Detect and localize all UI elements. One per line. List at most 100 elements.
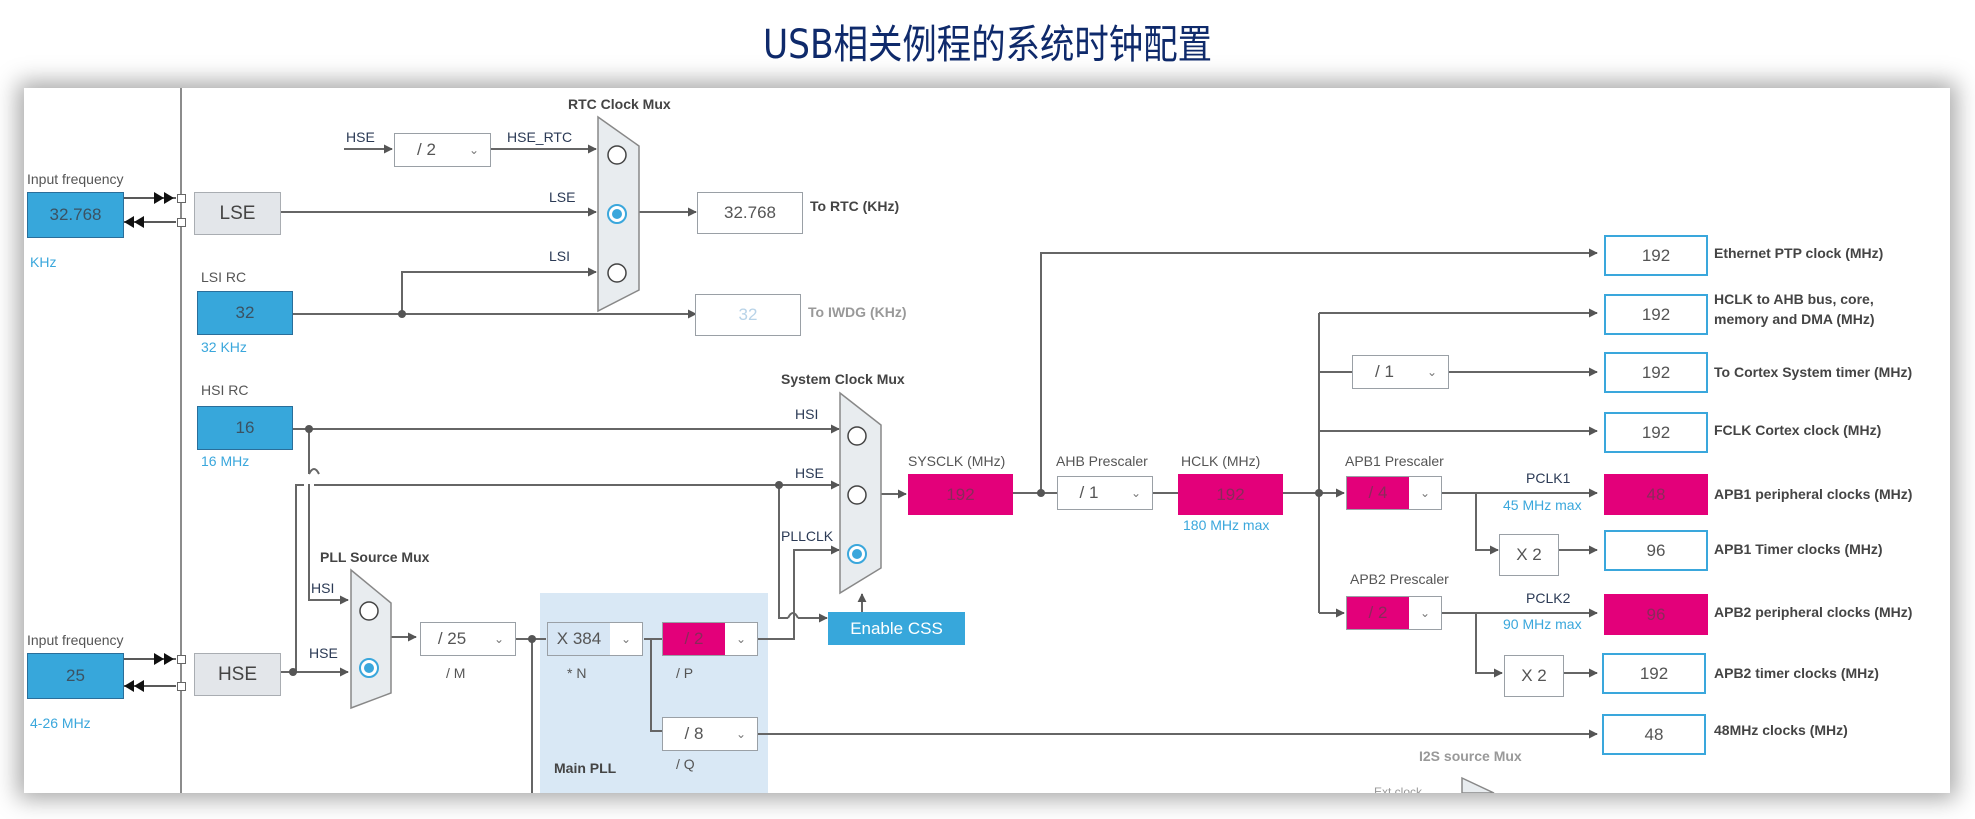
- hsi-rc-label: HSI RC: [201, 382, 249, 398]
- hclk-ahb-value[interactable]: 192: [1604, 294, 1708, 335]
- apb1-peripheral-clocks-value[interactable]: 48: [1604, 474, 1708, 515]
- i2s-mux-shape: [1461, 776, 1495, 793]
- to-rtc-value: 32.768: [697, 192, 803, 234]
- lse-osc-out-pin: [177, 218, 186, 227]
- rtc-input-hse-rtc: HSE_RTC: [507, 129, 573, 145]
- apb1-peripheral-clocks-label: APB1 peripheral clocks (MHz): [1714, 486, 1913, 502]
- apb2-prescaler-select[interactable]: / 2 ⌄: [1346, 596, 1442, 630]
- apb2-timer-clocks-value[interactable]: 192: [1602, 653, 1706, 694]
- pll-p-divider-select[interactable]: / 2 ⌄: [662, 622, 758, 656]
- pll-q-divider-select[interactable]: / 8 ⌄: [662, 717, 758, 751]
- hclk-max: 180 MHz max: [1183, 517, 1270, 533]
- usb-48mhz-clocks-label: 48MHz clocks (MHz): [1714, 722, 1848, 738]
- to-iwdg-label: To IWDG (KHz): [808, 304, 907, 320]
- pll-n-label: * N: [567, 665, 587, 681]
- clock-wires: [124, 88, 1598, 793]
- apb1-timer-multiplier: X 2: [1499, 534, 1559, 576]
- cortex-timer-divider-value: / 1: [1375, 362, 1394, 381]
- chevron-down-icon: ⌄: [735, 632, 747, 646]
- pll-radio-hse[interactable]: [358, 657, 380, 679]
- pll-n-value: X 384: [548, 623, 610, 655]
- ahb-prescaler-select[interactable]: / 1 ⌄: [1057, 476, 1153, 510]
- to-iwdg-value: 32: [695, 294, 801, 336]
- lse-osc-in-pin: [177, 194, 186, 203]
- main-pll-title: Main PLL: [554, 760, 617, 776]
- apb2-timer-multiplier: X 2: [1504, 655, 1564, 697]
- pll-radio-hsi[interactable]: [358, 600, 380, 622]
- to-rtc-label: To RTC (KHz): [810, 198, 900, 214]
- hse-osc-in-pin: [177, 655, 186, 664]
- cortex-timer-divider-select[interactable]: / 1 ⌄: [1352, 355, 1449, 389]
- sys-radio-hse[interactable]: [846, 484, 868, 506]
- cortex-system-timer-value[interactable]: 192: [1604, 352, 1708, 393]
- hse-block: HSE: [194, 653, 281, 696]
- pll-m-label: / M: [446, 665, 466, 681]
- enable-css-button[interactable]: Enable CSS: [828, 612, 965, 645]
- apb2-timer-clocks-label: APB2 timer clocks (MHz): [1714, 665, 1879, 681]
- pll-input-hse: HSE: [309, 645, 338, 661]
- hclk-label: HCLK (MHz): [1181, 453, 1261, 469]
- sysclk-value: 192: [908, 474, 1013, 515]
- apb1-timer-clocks-value[interactable]: 96: [1604, 530, 1708, 571]
- pll-p-label: / P: [676, 665, 694, 681]
- apb1-prescaler-label: APB1 Prescaler: [1345, 453, 1444, 469]
- rtc-hse-divider-value: / 2: [417, 140, 436, 159]
- chevron-down-icon: ⌄: [1419, 606, 1431, 620]
- hse-range: 4-26 MHz: [30, 715, 91, 731]
- clock-configuration-panel: Input frequency 32.768 KHz LSE LSI RC 32…: [24, 88, 1950, 793]
- chevron-down-icon: ⌄: [735, 727, 747, 741]
- pclk1-label: PCLK1: [1526, 470, 1571, 486]
- chevron-down-icon: ⌄: [1426, 365, 1438, 379]
- apb1-prescaler-select[interactable]: / 4 ⌄: [1346, 476, 1442, 510]
- i2s-mux-title: I2S source Mux: [1419, 748, 1522, 764]
- sys-input-hse: HSE: [795, 465, 824, 481]
- hclk-ahb-label: HCLK to AHB bus, core,: [1714, 291, 1874, 307]
- pclk2-max: 90 MHz max: [1503, 616, 1582, 632]
- sysclk-label: SYSCLK (MHz): [908, 453, 1006, 469]
- rtc-radio-lse[interactable]: [606, 203, 628, 225]
- ethernet-ptp-clock-value[interactable]: 192: [1604, 235, 1708, 276]
- apb2-prescaler-label: APB2 Prescaler: [1350, 571, 1449, 587]
- rtc-mux-title: RTC Clock Mux: [568, 96, 671, 112]
- fclk-cortex-value[interactable]: 192: [1604, 412, 1708, 453]
- rtc-radio-hse-rtc[interactable]: [606, 144, 628, 166]
- hclk-value[interactable]: 192: [1178, 474, 1283, 515]
- pll-m-divider-select[interactable]: / 25 ⌄: [420, 622, 516, 656]
- sys-radio-hsi[interactable]: [846, 425, 868, 447]
- lse-input-frequency[interactable]: 32.768: [27, 192, 124, 238]
- lse-input-label: Input frequency: [27, 171, 124, 187]
- apb1-timer-clocks-label: APB1 Timer clocks (MHz): [1714, 541, 1883, 557]
- ahb-prescaler-value: / 1: [1079, 483, 1099, 502]
- hse-input-label: Input frequency: [27, 632, 124, 648]
- rtc-radio-lsi[interactable]: [606, 262, 628, 284]
- lsi-freq: 32 KHz: [201, 339, 247, 355]
- chevron-down-icon: ⌄: [493, 632, 505, 646]
- pll-q-label: / Q: [676, 756, 695, 772]
- lse-block: LSE: [194, 192, 281, 235]
- sys-input-pllclk: PLLCLK: [781, 528, 834, 544]
- pll-p-value: / 2: [663, 623, 725, 655]
- lsi-rc-label: LSI RC: [201, 269, 247, 285]
- pclk2-label: PCLK2: [1526, 590, 1571, 606]
- hsi-rc-value: 16: [197, 406, 293, 450]
- usb-48mhz-clocks-value[interactable]: 48: [1602, 714, 1706, 755]
- sys-radio-pllclk[interactable]: [846, 543, 868, 565]
- pll-input-hsi: HSI: [311, 580, 335, 596]
- ahb-prescaler-label: AHB Prescaler: [1056, 453, 1148, 469]
- sys-input-hsi: HSI: [795, 406, 819, 422]
- hse-input-frequency[interactable]: 25: [27, 653, 124, 699]
- rtc-hse-divider-select[interactable]: / 2 ⌄: [394, 133, 491, 167]
- chevron-down-icon: ⌄: [1419, 486, 1431, 500]
- apb2-peripheral-clocks-value[interactable]: 96: [1604, 594, 1708, 635]
- cortex-system-timer-label: To Cortex System timer (MHz): [1714, 364, 1913, 380]
- rtc-hse-label: HSE: [346, 129, 375, 145]
- pll-n-multiplier-select[interactable]: X 384 ⌄: [547, 622, 643, 656]
- pll-q-value: / 8: [684, 724, 704, 743]
- hsi-freq: 16 MHz: [201, 453, 250, 469]
- lsi-rc-value: 32: [197, 291, 293, 335]
- rtc-input-lse: LSE: [549, 189, 576, 205]
- lse-unit: KHz: [30, 254, 57, 270]
- ethernet-ptp-clock-label: Ethernet PTP clock (MHz): [1714, 245, 1884, 261]
- hse-osc-out-pin: [177, 682, 186, 691]
- page-title: USB相关例程的系统时钟配置: [762, 22, 1213, 68]
